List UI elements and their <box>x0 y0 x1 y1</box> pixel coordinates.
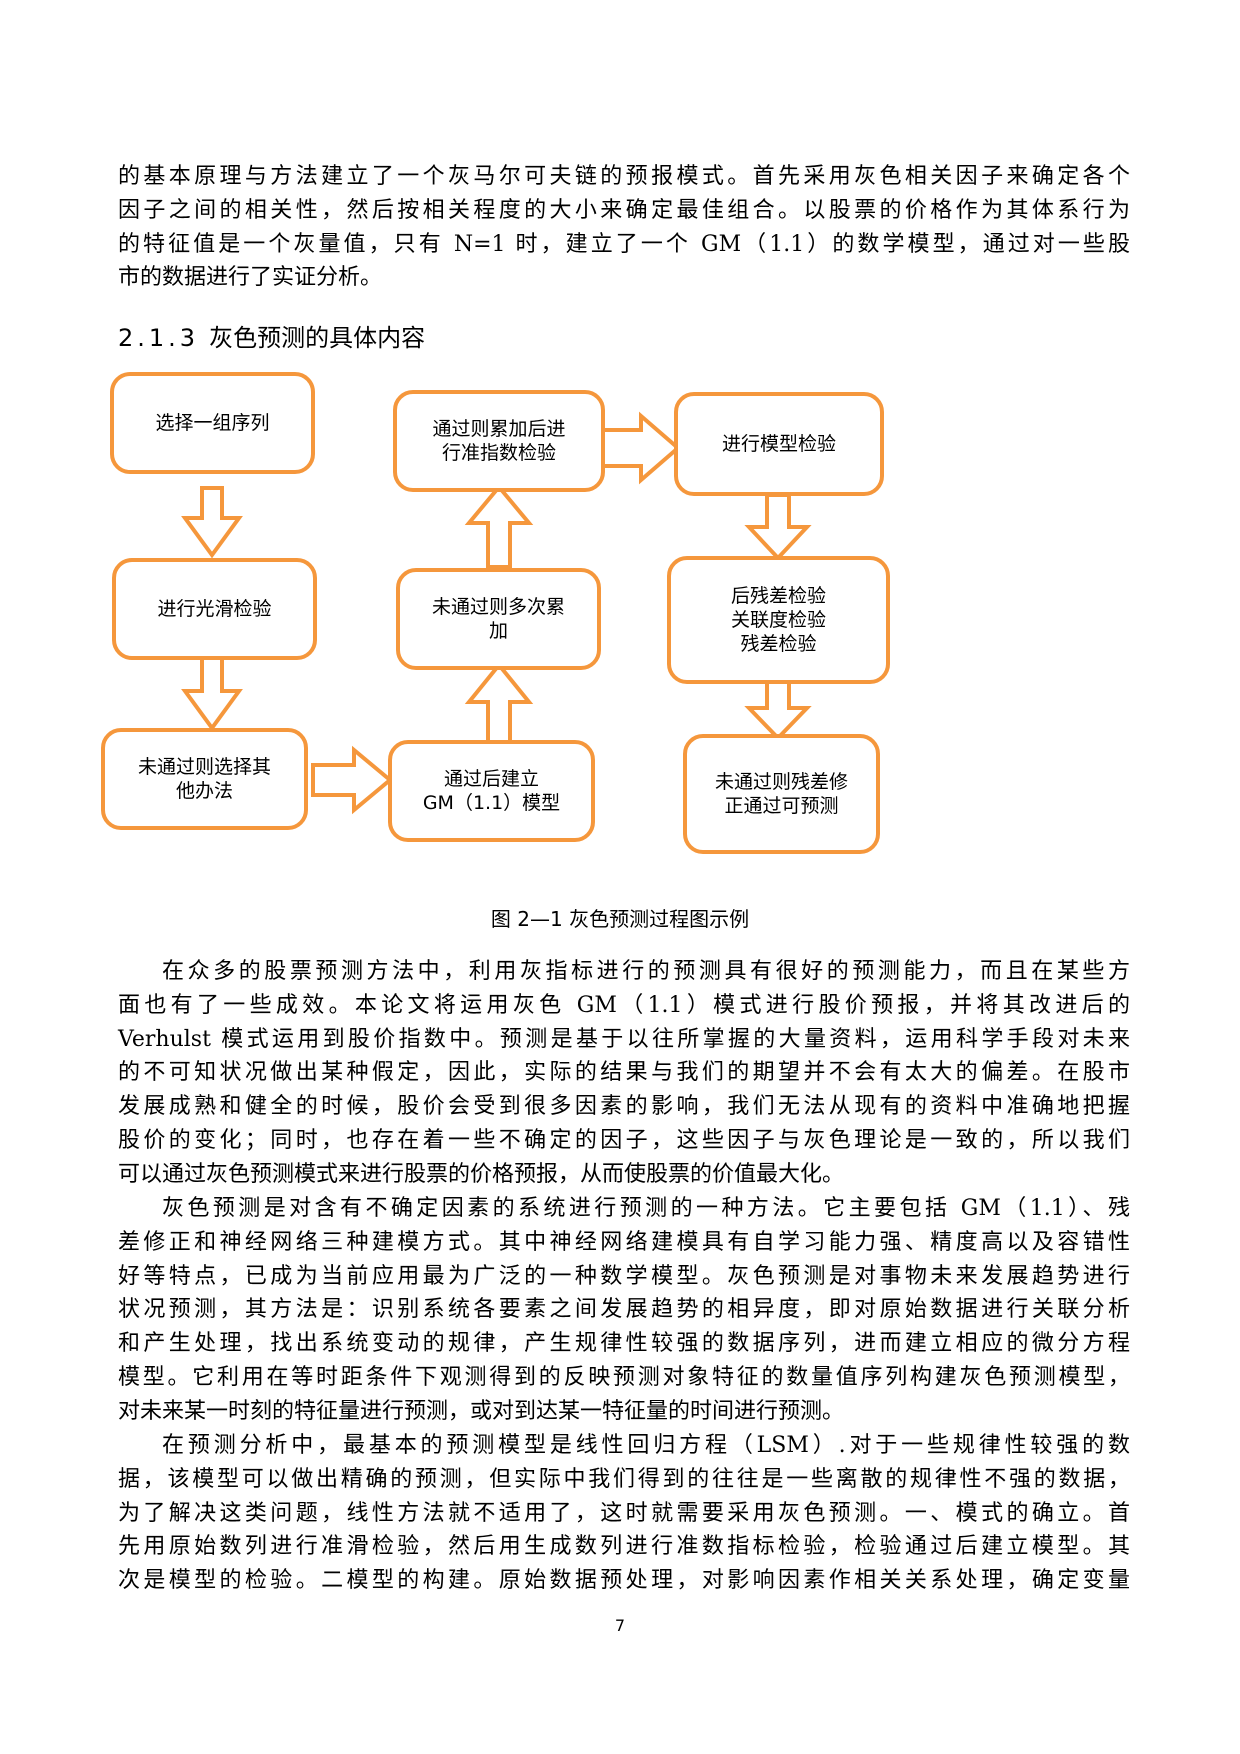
arrow-down-icon <box>744 678 812 741</box>
body-line: 对未来某一时刻的特征量进行预测，或对到达某一特征量的时间进行预测。 <box>118 1398 845 1424</box>
body-line: 好等特点，已成为当前应用最为广泛的一种数学模型。灰色预测是对事物未来发展趋势进行 <box>118 1263 1130 1289</box>
intro-line: 的基本原理与方法建立了一个灰马尔可夫链的预报模式。首先采用灰色相关因子来确定各个 <box>118 164 1130 189</box>
intro-line: 的特征值是一个灰量值，只有 N=1 时，建立了一个 GM（1.1）的数学模型，通… <box>118 231 1130 257</box>
flow-box-text: GM（1.1）模型 <box>422 792 561 814</box>
body-line: 状况预测，其方法是：识别系统各要素之间发展趋势的相异度，即对原始数据进行关联分析 <box>118 1297 1130 1323</box>
flow-box-multiple-accumulation: 未通过则多次累加 <box>396 568 601 670</box>
section-heading: 2.1.3 灰色预测的具体内容 <box>118 318 425 353</box>
flow-box-text: 行准指数检验 <box>441 442 556 464</box>
body-line: 可以通过灰色预测模式来进行股票的价格预报，从而使股票的价值最大化。 <box>118 1161 845 1187</box>
flow-box-residual-tests: 后残差检验关联度检验残差检验 <box>667 556 890 684</box>
body-line: 为了解决这类问题，线性方法就不适用了，这时就需要采用灰色预测。一、模式的确立。首 <box>118 1500 1130 1526</box>
flow-box-smooth-test: 进行光滑检验 <box>112 558 317 660</box>
flow-box-model-test: 进行模型检验 <box>674 392 884 496</box>
arrow-down-icon <box>181 486 243 559</box>
body-line: 差修正和神经网络三种建模方式。其中神经网络建模具有自学习能力强、精度高以及容错性 <box>118 1229 1130 1255</box>
body-line: 的不可知状况做出某种假定，因此，实际的结果与我们的期望并不会有太大的偏差。在股市 <box>118 1060 1130 1086</box>
intro-paragraph: 的基本原理与方法建立了一个灰马尔可夫链的预报模式。首先采用灰色相关因子来确定各个… <box>118 160 1130 295</box>
section-title: 灰色预测的具体内容 <box>209 324 426 352</box>
flow-box-text: 关联度检验 <box>730 609 826 631</box>
flow-box-text: 进行光滑检验 <box>157 598 272 620</box>
intro-line: 市的数据进行了实证分析。 <box>118 265 383 291</box>
flow-box-text: 残差检验 <box>740 633 817 655</box>
body-line: 在预测分析中，最基本的预测模型是线性回归方程（LSM）.对于一些规律性较强的数 <box>162 1433 1130 1458</box>
body-paragraph: 在众多的股票预测方法中，利用灰指标进行的预测具有很好的预测能力，而且在某些方 面… <box>118 955 1130 1192</box>
flow-box-text: 未通过则残差修 <box>714 771 848 793</box>
arrow-up-icon <box>464 661 534 747</box>
flow-box-text: 未通过则多次累 <box>431 596 565 618</box>
flowchart-arrows <box>181 411 812 815</box>
flow-box-residual-correction: 未通过则残差修正通过可预测 <box>683 734 880 854</box>
body-line: 发展成熟和健全的时候，股价会受到很多因素的影响，我们无法从现有的资料中准确地把握 <box>118 1094 1130 1120</box>
body-line: 先用原始数列进行准滑检验，然后用生成数列进行准数指标检验，检验通过后建立模型。其 <box>118 1534 1130 1560</box>
flow-box-text: 他办法 <box>175 780 233 802</box>
figure-caption: 图 2—1 灰色预测过程图示例 <box>490 907 750 931</box>
flow-box-select-sequence: 选择一组序列 <box>110 372 315 474</box>
flow-box-text: 选择一组序列 <box>155 412 270 434</box>
arrow-right-icon <box>311 745 394 815</box>
page-number: 7 <box>614 1616 626 1635</box>
body-line: 次是模型的检验。二模型的构建。原始数据预处理，对影响因素作相关关系处理，确定变量 <box>118 1568 1130 1594</box>
intro-line: 因子之间的相关性，然后按相关程度的大小来确定最佳组合。以股票的价格作为其体系行为 <box>118 197 1130 223</box>
body-paragraph: 灰色预测是对含有不确定因素的系统进行预测的一种方法。它主要包括 GM（1.1）、… <box>118 1192 1130 1429</box>
body-line: 和产生处理，找出系统变动的规律，产生规律性较强的数据序列，进而建立相应的微分方程 <box>118 1331 1130 1357</box>
flow-box-text: 通过后建立 <box>443 768 539 790</box>
arrow-up-icon <box>464 483 534 569</box>
body-line: 模型。它利用在等时距条件下观测得到的反映预测对象特征的数量值序列构建灰色预测模型… <box>118 1364 1130 1390</box>
flow-box-text: 正通过可预测 <box>724 795 839 817</box>
body-line: Verhulst 模式运用到股价指数中。预测是基于以往所掌握的大量资料，运用科学… <box>118 1026 1130 1052</box>
flow-box-quasi-exponential-test: 通过则累加后进行准指数检验 <box>393 390 605 492</box>
body-line: 面也有了一些成效。本论文将运用灰色 GM（1.1）模式进行股价预报，并将其改进后… <box>118 992 1130 1018</box>
flow-box-text: 通过则累加后进 <box>432 418 566 440</box>
arrow-down-icon <box>744 493 812 561</box>
flow-box-text: 加 <box>488 620 508 642</box>
flow-box-text: 未通过则选择其 <box>137 756 271 778</box>
body-line: 股价的变化；同时，也存在着一些不确定的因子，这些因子与灰色理论是一致的，所以我们 <box>118 1127 1130 1153</box>
body-line: 灰色预测是对含有不确定因素的系统进行预测的一种方法。它主要包括 GM（1.1）、… <box>162 1196 1130 1221</box>
body-paragraph: 在预测分析中，最基本的预测模型是线性回归方程（LSM）.对于一些规律性较强的数 … <box>118 1429 1130 1598</box>
flow-box-text: 后残差检验 <box>730 585 826 607</box>
section-number: 2.1.3 <box>118 324 200 352</box>
body-line: 据，该模型可以做出精确的预测，但实际中我们得到的往往是一些离散的规律性不强的数据… <box>118 1466 1130 1492</box>
arrow-right-icon <box>601 411 682 485</box>
flow-box-other-method: 未通过则选择其他办法 <box>101 728 308 830</box>
body-line: 在众多的股票预测方法中，利用灰指标进行的预测具有很好的预测能力，而且在某些方 <box>162 959 1130 984</box>
flow-box-text: 进行模型检验 <box>721 433 836 455</box>
arrow-down-icon <box>181 656 243 732</box>
